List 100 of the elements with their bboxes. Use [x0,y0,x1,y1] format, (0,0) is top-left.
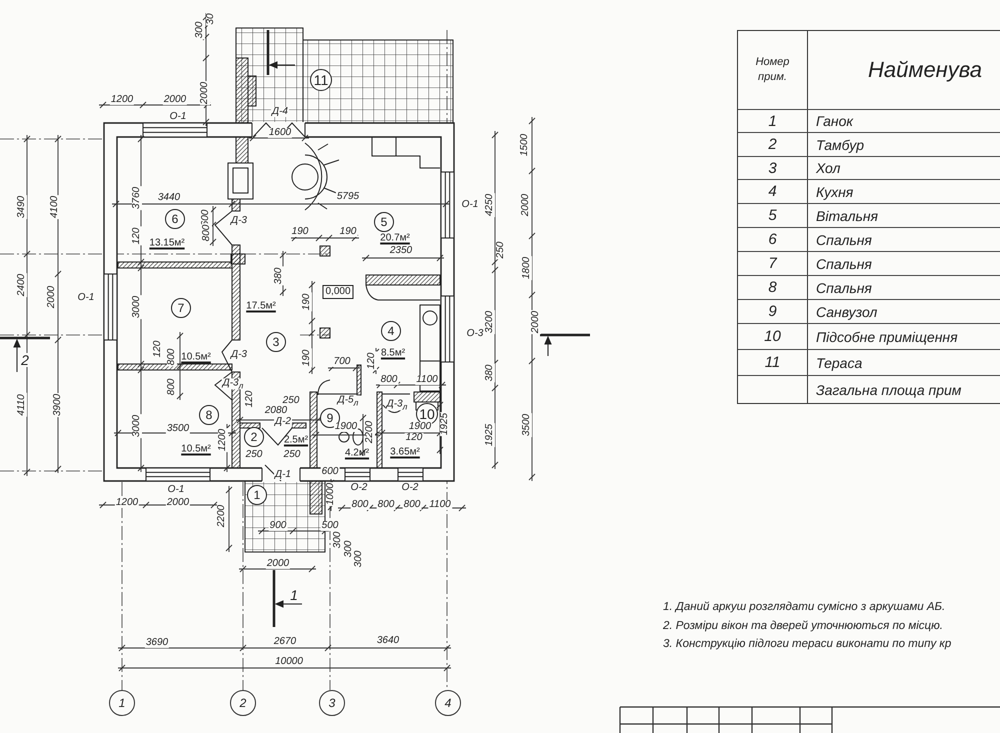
room-number-cell: 7 [738,252,808,275]
dimension-label: 300 [333,530,343,550]
dimension-label: Д-3 [230,350,248,360]
section-label: 2 [20,353,30,367]
dimension-label: 1600 [268,128,292,138]
dimension-label: 1800 [522,256,532,280]
dimension-label: О-3 [466,329,484,339]
grid-axis-bubble: 3 [319,690,345,716]
room-number-cell: 10 [738,324,808,349]
room-area-label: 3.65м² [390,446,420,458]
dimension-label: 4250 [485,192,495,218]
dimension-label: Д-3$_{л}$ [386,399,408,411]
room-area-label: 10.5м² [181,352,211,362]
dimension-label: 2200 [217,504,227,528]
dimension-label: Д-4 [271,107,289,117]
dimension-label: 2200 [365,420,375,444]
dimension-label: 1200 [218,428,228,452]
dimension-label: 190 [290,227,310,237]
dimension-label: 3690 [144,638,170,648]
dimension-label: 190 [302,348,312,368]
level-mark: 0,000 [322,285,354,299]
dimension-label: 2350 [388,246,414,256]
dimension-label: О-1 [460,200,480,210]
dimension-label: 2000 [531,310,541,334]
room-number-cell: 11 [738,350,808,375]
room-number-cell: Номер прим. [738,31,808,109]
dimension-label: 2000 [162,95,188,105]
dimension-label: 250 [496,240,506,260]
dimension-label: 120 [245,390,255,408]
dimension-label: 2000 [266,559,290,569]
room-number: 7 [171,298,191,318]
column-header: Найменува [867,56,984,84]
dimension-label: 4110 [17,393,27,417]
dimension-label: 3440 [156,193,182,203]
room-name-cell-text: Спальня [815,254,873,274]
note-text: 1. Даний аркуш розглядати сумісно з аркушами АБ. [663,601,946,613]
dimension-label: Д-5$_{л}$ [336,395,360,407]
dimension-label: 190 [338,227,358,237]
dimension-label: О-2 [400,483,420,493]
room-number: 6 [165,209,185,229]
room-number: 5 [374,212,394,232]
dimension-label: 1100 [428,500,452,510]
dimension-label: 800 [202,224,212,242]
dimension-label: О-2 [350,483,368,493]
dimension-label: Д-2 [274,417,292,427]
dimension-label: 190 [302,292,312,312]
room-number: 4 [381,321,401,341]
room-number-cell: 6 [738,228,808,251]
dimension-label: 3500 [522,412,532,438]
room-name-cell-text: Ганок [815,112,854,131]
room-number-cell: 3 [738,157,808,179]
room-name-cell-text: Підсобне приміщення [815,328,959,347]
dimension-label: 10000 [274,657,304,667]
note-text: 2. Розміри вікон та дверей уточнюються по місцю. [663,620,943,632]
dimension-label: 1925 [485,422,495,448]
room-number-cell: 4 [738,180,808,203]
dimension-label: 800 [350,500,370,510]
dimension-label: 250 [282,396,300,406]
dimension-label: 300 [354,550,364,568]
room-area-label: 17.5м² [246,300,276,312]
dimension-label: 1200 [110,95,134,105]
dimension-label: 120 [367,352,377,370]
dimension-label: 3200 [485,310,495,334]
dimension-label: Д-3$_{л}$ [222,378,244,390]
dimension-label: 250 [244,450,264,460]
room-area-label: 8.5м² [380,348,406,358]
dimension-label: О-1 [76,293,96,303]
dimension-label: 700 [332,357,352,367]
dimension-label: 300 [195,20,205,40]
dimension-label: 1900 [334,422,358,432]
dimension-label: 300 [344,540,354,558]
room-name-cell-text: Кухня [815,182,854,202]
dimension-label: Д-3 [230,216,248,226]
room-area-label: 13.15м² [149,238,185,248]
dimension-label: 2080 [264,406,288,416]
dimension-label: 380 [485,364,495,382]
dimension-label: О-1 [168,112,188,122]
dimension-label: 1500 [520,132,530,158]
dimension-label: 4100 [50,194,60,220]
dimension-label: 600 [320,467,340,477]
dimension-label: 2000 [166,498,190,508]
room-number-cell: 8 [738,276,808,299]
grid-axis-bubble: 1 [109,690,135,716]
dimension-label: 2000 [47,284,57,310]
room-number: 8 [199,405,219,425]
dimension-label: 250 [282,450,302,460]
dimension-label: 3640 [376,636,400,646]
room-number-cell: 9 [738,300,808,323]
room-number: 3 [266,332,286,352]
room-area-label: 2.5м² [284,434,308,446]
room-name-cell-text: Санвузол [815,302,878,322]
dimension-label: 5795 [336,192,360,202]
dimension-label: 3490 [17,194,27,220]
dimension-label: 30 [206,12,216,26]
room-name-cell-text: Хол [815,159,842,178]
dimension-label: 2000 [200,80,210,106]
dimension-label: 380 [274,266,284,286]
dimension-label: 500 [320,521,340,531]
dimension-label: 3900 [53,392,63,418]
dimension-label: Д-1 [274,470,292,480]
